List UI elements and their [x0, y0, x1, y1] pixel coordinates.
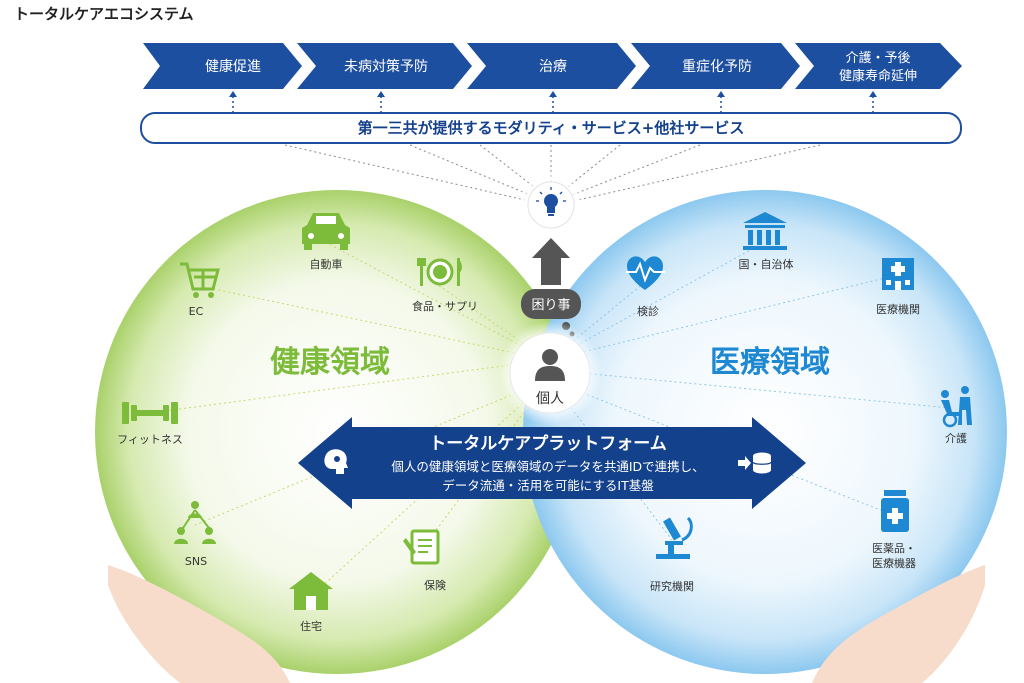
health-item-label: 自動車 — [310, 257, 343, 271]
page-title: トータルケアエコシステム — [14, 5, 194, 23]
medical-item-label: 検診 — [637, 304, 659, 318]
platform-desc-line2: データ流通・活用を可能にするIT基盤 — [442, 478, 654, 493]
stage-arrow-5 — [795, 43, 962, 89]
medical-item-label: 医療機器 — [872, 556, 916, 570]
medical-domain-title: 医療領域 — [710, 345, 830, 380]
stage-arrow-1 — [143, 43, 302, 89]
individual-label: 個人 — [536, 391, 564, 407]
hospital-icon — [882, 258, 914, 290]
health-item-label: SNS — [185, 555, 207, 568]
health-item-label: フィットネス — [117, 433, 183, 446]
stage-up-arrowheads — [229, 91, 877, 97]
medical-item-label: 介護 — [945, 431, 967, 445]
lightbulb-icon — [536, 187, 566, 216]
government-building-icon — [743, 212, 787, 250]
stage-label: 介護・予後 — [845, 50, 910, 66]
car-icon — [302, 213, 350, 250]
document-pen-icon — [403, 529, 440, 565]
microscope-icon — [656, 516, 693, 559]
medical-item-label: 医療機関 — [876, 302, 920, 316]
medical-item-label: 国・自治体 — [739, 257, 794, 271]
stage-arrow-4 — [631, 43, 800, 89]
health-item-label: EC — [189, 305, 204, 318]
stage-arrows — [143, 43, 962, 89]
health-item-label: 食品・サプリ — [412, 299, 478, 313]
problem-up-arrow — [532, 238, 570, 285]
platform-arrow — [298, 417, 806, 509]
stage-arrow-3 — [467, 43, 636, 89]
left-hand — [108, 565, 290, 683]
house-icon — [289, 572, 333, 610]
problem-label: 困り事 — [531, 298, 570, 313]
stage-arrow-2 — [297, 43, 472, 89]
person-icon — [535, 349, 565, 381]
medical-item-label: 研究機関 — [650, 579, 694, 593]
stage-label: 重症化予防 — [682, 59, 752, 75]
health-domain-title: 健康領域 — [270, 345, 390, 380]
dumbbell-icon — [122, 402, 178, 424]
problem-bubble — [521, 289, 581, 319]
heart-pulse-icon — [626, 256, 665, 290]
stage-label: 健康寿命延伸 — [839, 68, 917, 84]
platform-desc-line1: 個人の健康領域と医療領域のデータを共通IDで連携し、 — [391, 459, 704, 474]
network-icon — [174, 501, 216, 544]
platform-title: トータルケアプラットフォーム — [429, 433, 667, 454]
wheelchair-icon — [941, 386, 972, 428]
stage-label: 治療 — [539, 58, 567, 75]
health-item-label: 住宅 — [300, 619, 322, 633]
shopping-cart-icon — [180, 262, 220, 291]
medicine-bottle-icon — [881, 490, 909, 532]
stage-label: 健康促進 — [205, 58, 261, 75]
food-icon — [417, 258, 462, 286]
database-import-icon — [738, 452, 772, 474]
stage-up-arrows — [232, 96, 874, 113]
health-item-label: 保険 — [424, 578, 446, 592]
medical-item-label: 医薬品・ — [872, 542, 916, 555]
right-hand — [812, 565, 985, 683]
ai-head-icon — [324, 449, 348, 474]
service-bar — [140, 112, 962, 144]
stage-label: 未病対策予防 — [344, 58, 428, 75]
service-bar-text: 第一三共が提供するモダリティ・サービス+他社サービス — [358, 119, 745, 137]
